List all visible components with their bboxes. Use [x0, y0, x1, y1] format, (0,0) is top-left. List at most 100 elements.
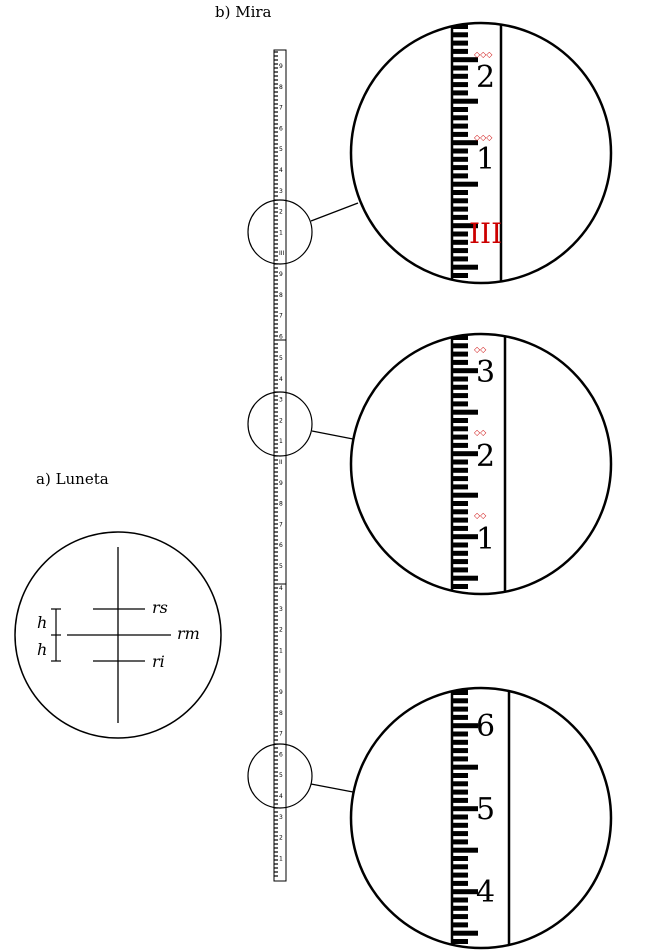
zoom-bar: [452, 889, 478, 895]
zoom-bar: [452, 822, 468, 828]
zoom2-circle: [349, 332, 613, 596]
zoom-bar: [452, 123, 468, 129]
zoom-bar: [452, 24, 468, 29]
zoom2-diamond-marks-top: ◇◇: [474, 345, 487, 354]
staff-digit: 5: [279, 772, 283, 779]
zoom-bar: [452, 442, 468, 448]
zoom-bar: [452, 748, 468, 754]
zoom-bar: [452, 409, 478, 415]
staff-digit: I: [279, 668, 281, 675]
staff-digit: 3: [279, 606, 283, 613]
zoom-bar: [452, 781, 468, 787]
zoom-bar: [452, 376, 468, 382]
zoom2-diamond-marks-mid: ◇◇: [474, 428, 487, 437]
zoom-bar: [452, 872, 468, 878]
zoom-bar: [452, 509, 468, 515]
zoom-bar: [452, 880, 468, 886]
zoom-bar: [452, 140, 478, 146]
zoom2-number-2: 2: [476, 439, 495, 474]
zoom-bar: [452, 839, 468, 845]
zoom-bar: [452, 534, 478, 540]
zoom-bar: [452, 714, 468, 720]
staff-digit: 9: [279, 63, 283, 70]
zoom-bar: [452, 107, 468, 112]
staff-digit: 9: [279, 689, 283, 696]
zoom2-bars: [452, 335, 478, 594]
zoom-bar: [452, 335, 468, 340]
staff-digit: 8: [279, 292, 283, 299]
zoom-source-circle-2: [247, 391, 313, 457]
staff-digit: 5: [279, 146, 283, 153]
zoom-bar: [452, 575, 478, 581]
staff-digit: 6: [279, 751, 283, 758]
staff-digit: 2: [279, 627, 283, 634]
zoom-bar: [452, 690, 468, 695]
zoom-bar: [452, 65, 468, 71]
zoom-bar: [452, 343, 468, 349]
zoom-bar: [452, 756, 468, 762]
zoom-bar: [452, 418, 468, 423]
zoom2-number-1: 1: [476, 522, 495, 557]
zoom-bar: [452, 48, 468, 54]
zoom-bar: [452, 368, 478, 374]
staff-digit: II: [279, 459, 283, 466]
zoom-connector-2: [311, 430, 354, 440]
zoom-bar: [452, 806, 478, 812]
zoom-bar: [452, 214, 468, 220]
zoom-bar: [452, 567, 468, 573]
zoom-bar: [452, 739, 468, 745]
staff-digit: 2: [279, 209, 283, 216]
zoom-bar: [452, 939, 468, 944]
zoom-bar: [452, 98, 478, 104]
staff-digit: III: [279, 250, 285, 257]
zoom-bar: [452, 156, 468, 162]
zoom-bar: [452, 814, 468, 820]
zoom-bar: [452, 131, 468, 137]
zoom-bar: [452, 206, 468, 212]
zoom-bar: [452, 797, 468, 803]
staff-digit: 7: [279, 731, 283, 738]
staff-digit: 3: [279, 188, 283, 195]
zoom3-number-6: 6: [476, 709, 495, 744]
h-upper-label: h: [37, 613, 47, 632]
staff-digit: 4: [279, 793, 283, 800]
zoom-connector-1: [310, 202, 359, 222]
zoom-bar: [452, 864, 468, 870]
zoom-bar: [452, 584, 468, 589]
zoom-bar: [452, 484, 468, 490]
zoom2-number-3: 3: [476, 355, 495, 390]
staff-digit: 1: [279, 229, 283, 236]
zoom-bar: [452, 40, 468, 46]
zoom-bar: [452, 57, 478, 63]
zoom3-bars: [452, 690, 478, 948]
zoom-bar: [452, 698, 468, 704]
zoom-bar: [452, 198, 468, 204]
zoom-bar: [452, 32, 468, 38]
zoom-bar: [452, 467, 468, 473]
zoom-bar: [452, 393, 468, 399]
staff-digit: 1: [279, 855, 283, 862]
zoom-bar: [452, 248, 468, 254]
zoom-bar: [452, 148, 468, 154]
zoom-bar: [452, 231, 468, 237]
staff-digit: 8: [279, 84, 283, 91]
zoom-bar: [452, 706, 468, 712]
staff-digit: 7: [279, 313, 283, 320]
zoom-source-circle-3: [247, 743, 313, 809]
zoom-bar: [452, 922, 468, 928]
zoom-bar: [452, 550, 468, 556]
zoom-source-circle-1: [247, 199, 313, 265]
luneta-label: a) Luneta: [36, 470, 109, 488]
zoom-bar: [452, 173, 468, 179]
staff-digit: 6: [279, 333, 283, 340]
zoom1-roman-marker: III: [469, 217, 502, 250]
staff-digit: 9: [279, 271, 283, 278]
zoom-bar: [452, 525, 468, 531]
zoom-bar: [452, 384, 468, 390]
telescope-reticle: h h rs rm ri: [14, 531, 222, 739]
zoom-bar: [452, 905, 468, 911]
zoom-bar: [452, 542, 468, 548]
zoom-bar: [452, 856, 468, 861]
zoom-bar: [452, 401, 468, 407]
